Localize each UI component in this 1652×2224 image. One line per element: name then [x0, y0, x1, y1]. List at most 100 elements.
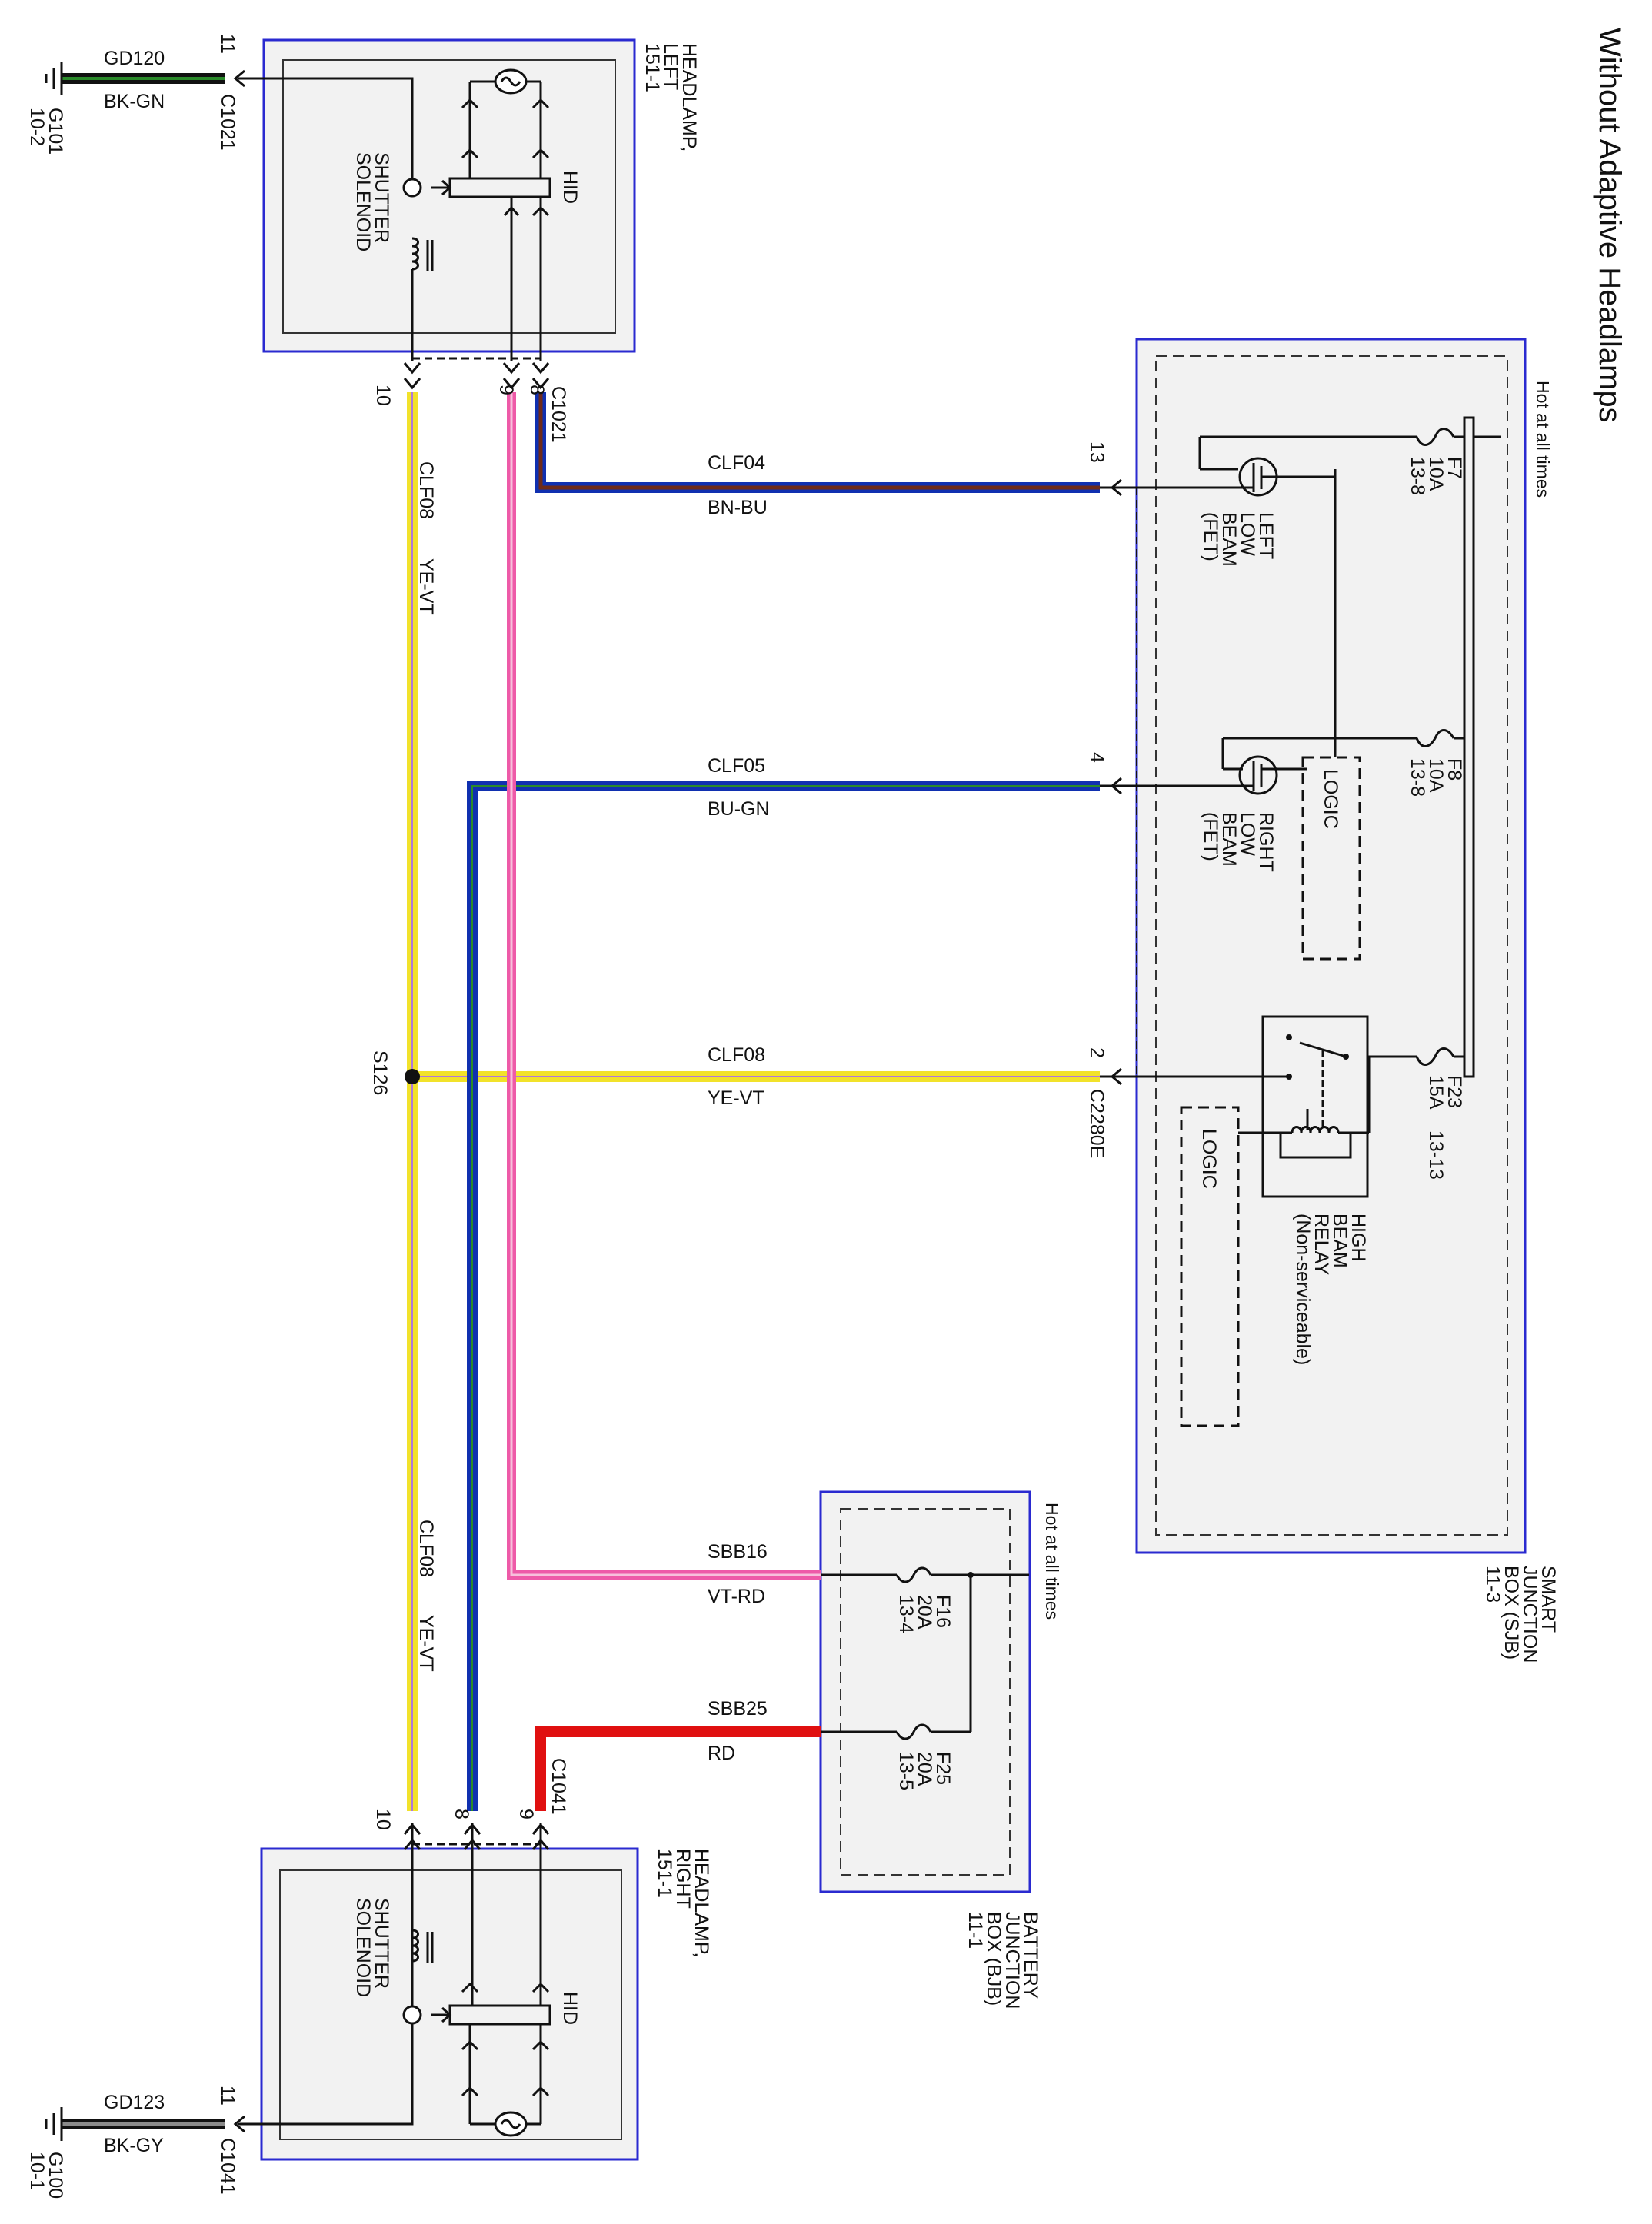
clf08-v1-circuit: CLF08	[415, 461, 437, 519]
bjb-hot-label: Hot at all times	[1042, 1503, 1062, 1620]
s126-label: S126	[369, 1050, 391, 1095]
c2280e-label: C2280E	[1086, 1089, 1107, 1158]
sjb-ref: 11-3	[1482, 1566, 1504, 1603]
f7-amps: 10A	[1425, 457, 1447, 491]
f23-ref: 13-13	[1425, 1130, 1447, 1180]
c1021-left-bottom: C1021	[548, 386, 569, 443]
hl-left-ref: 151-1	[641, 43, 663, 92]
hl-right-sol1: SHUTTER	[371, 1898, 392, 1989]
gd120-circuit: GD120	[104, 48, 165, 69]
fet-right-l3: BEAM	[1218, 812, 1240, 867]
pin-right-10: 10	[372, 1809, 394, 1830]
pin-left-11: 11	[217, 34, 238, 54]
sjb-internals	[1100, 416, 1501, 1427]
ground-g100-symbol	[45, 2107, 63, 2141]
c1041-right-top: C1041	[548, 1758, 569, 1815]
f7-ref: 13-8	[1407, 457, 1428, 495]
f16-amps: 20A	[914, 1595, 935, 1630]
f25-id: F25	[932, 1752, 954, 1785]
clf08-v2-circuit: CLF08	[415, 1520, 437, 1577]
hl-left-sol1: SHUTTER	[371, 152, 392, 243]
bjb-name3: BOX (BJB)	[983, 1912, 1004, 2006]
sjb-box	[1135, 338, 1527, 1554]
f16-ref: 13-4	[895, 1595, 917, 1633]
sbb25-color: RD	[708, 1743, 735, 1764]
logic-label-2: LOGIC	[1198, 1129, 1220, 1189]
sjb-name2: JUNCTION	[1519, 1566, 1540, 1663]
pin-left-9: 9	[495, 385, 517, 395]
gd120-color: BK-GN	[104, 91, 165, 112]
hl-left-name1: HEADLAMP,	[678, 43, 700, 151]
clf04-circuit: CLF04	[708, 452, 765, 474]
fet-right-l4: (FET)	[1200, 812, 1221, 861]
gd123-circuit: GD123	[104, 2092, 165, 2113]
relay-l4: (Non-serviceable)	[1292, 1214, 1314, 1365]
pin-right-11: 11	[217, 2086, 238, 2106]
c1041-right-bottom: C1041	[217, 2138, 238, 2195]
pin-sjb-4: 4	[1086, 752, 1107, 763]
relay-l1: HIGH	[1347, 1214, 1369, 1262]
sbb25-circuit: SBB25	[708, 1698, 768, 1720]
pin-right-9: 9	[515, 1809, 537, 1819]
clf04-color: BN-BU	[708, 497, 768, 518]
bjb-ref: 11-1	[964, 1912, 986, 1949]
hl-right-name2: RIGHT	[672, 1849, 694, 1909]
pin-left-10: 10	[372, 385, 394, 406]
hl-right-name1: HEADLAMP,	[691, 1849, 712, 1957]
relay-l3: RELAY	[1311, 1214, 1332, 1275]
clf05-color: BU-GN	[708, 798, 770, 820]
g100-ref: 10-1	[26, 2152, 48, 2190]
gd123-color: BK-GY	[104, 2135, 164, 2156]
sbb16-color: VT-RD	[708, 1586, 765, 1607]
sjb-hot-label: Hot at all times	[1533, 381, 1553, 498]
g101-id: G101	[45, 108, 66, 155]
sjb-name1: SMART	[1537, 1566, 1559, 1633]
g101-ref: 10-2	[26, 108, 48, 146]
fet-right-l2: LOW	[1237, 812, 1258, 856]
pin-left-8: 8	[526, 385, 548, 395]
f8-amps: 10A	[1425, 758, 1447, 793]
f16-id: F16	[932, 1595, 954, 1628]
f23-amps: 15A	[1425, 1075, 1447, 1110]
f7-id: F7	[1444, 457, 1465, 479]
f23-id: F23	[1444, 1075, 1465, 1108]
fet-right-l1: RIGHT	[1255, 812, 1277, 872]
hl-left-name2: LEFT	[660, 43, 681, 90]
hl-right-sol2: SOLENOID	[352, 1898, 374, 1997]
clf08-v1-color: YE-VT	[415, 558, 437, 615]
c1021-left-top: C1021	[217, 94, 238, 151]
fet-left-l2: LOW	[1237, 512, 1258, 556]
sbb16-circuit: SBB16	[708, 1541, 768, 1563]
clf08-h-color: YE-VT	[708, 1087, 764, 1109]
bjb-internals	[821, 1566, 1029, 1740]
fet-left-l3: BEAM	[1218, 512, 1240, 567]
f8-id: F8	[1444, 758, 1465, 781]
clf05-circuit: CLF05	[708, 755, 765, 777]
hl-left-hid: HID	[559, 171, 581, 204]
headlamp-right-internals	[233, 1823, 551, 2137]
hl-left-sol2: SOLENOID	[352, 152, 374, 251]
clf08-v2-color: YE-VT	[415, 1615, 437, 1672]
headlamp-left-internals	[233, 68, 551, 390]
pin-sjb-2: 2	[1086, 1047, 1107, 1058]
hl-right-ref: 151-1	[654, 1849, 675, 1898]
fet-left-l1: LEFT	[1255, 512, 1277, 559]
logic-label-1: LOGIC	[1320, 769, 1341, 829]
bjb-name2: JUNCTION	[1001, 1912, 1023, 2009]
bjb-box	[819, 1490, 1031, 1893]
diagram-title: Without Adaptive Headlamps	[1593, 28, 1627, 423]
fet-left-l4: (FET)	[1200, 512, 1221, 561]
hl-right-hid: HID	[559, 1992, 581, 2025]
f25-amps: 20A	[914, 1752, 935, 1786]
sjb-name3: BOX (SJB)	[1500, 1566, 1522, 1660]
relay-l2: BEAM	[1329, 1214, 1351, 1268]
pin-sjb-13: 13	[1086, 441, 1107, 463]
splice-s126-dot	[405, 1069, 420, 1084]
pin-right-8: 8	[451, 1809, 472, 1819]
g100-id: G100	[45, 2152, 66, 2199]
clf08-h-circuit: CLF08	[708, 1044, 765, 1066]
f25-ref: 13-5	[895, 1752, 917, 1790]
bjb-name1: BATTERY	[1020, 1912, 1041, 1999]
ground-g101-symbol	[45, 62, 63, 95]
